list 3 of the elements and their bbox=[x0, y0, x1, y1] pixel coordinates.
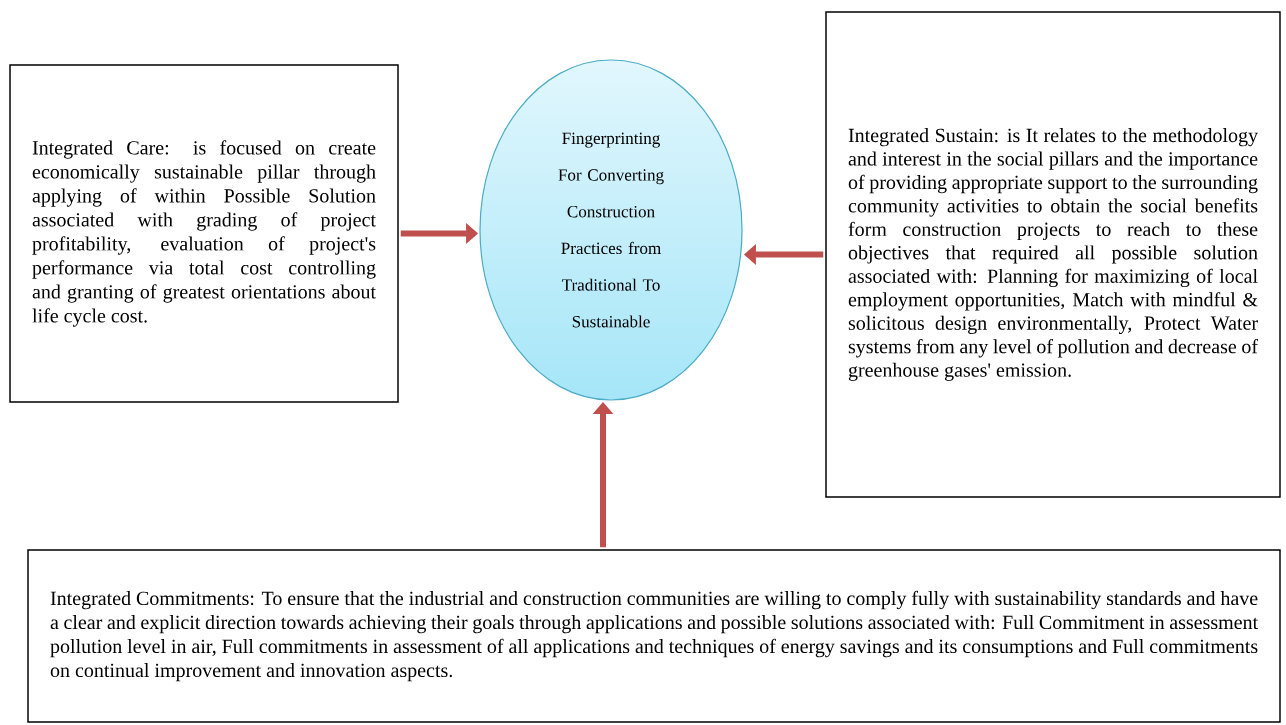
text-box: Integrated Sustain: is It relates to the methodology and interest in the social pillars and the importance of providing appropriate support to the surrounding community activities to obtain the social benefits form construction projects to reach to these objectives that required all possible solution associated with: Planning for maximizing of local employment opportunities, Match with mindful & solicitous design environmentally, Protect Water systems from any level of pollution and decrease of greenhouse gases' emission. bbox=[825, 11, 1281, 498]
text-box: Integrated Commitments: To ensure that the industrial and construction communities are willing to comply fully with sustainability standards and have a clear and explicit direction towards achieving their goals through applications and possible solutions associated with: Full Commitment in assessment pollution level in air, Full commitments in assessment of all applications and techniques of energy savings and its consumptions and Full commitments on continual improvement and innovation aspects. bbox=[27, 549, 1281, 723]
text-box: Integrated Care: is focused on create economically sustainable pillar through applying of within Possible Solution associated with grading of project profitability, evaluation of project's performance via total cost controlling and granting of greatest orientations about life cycle cost. bbox=[9, 64, 399, 403]
